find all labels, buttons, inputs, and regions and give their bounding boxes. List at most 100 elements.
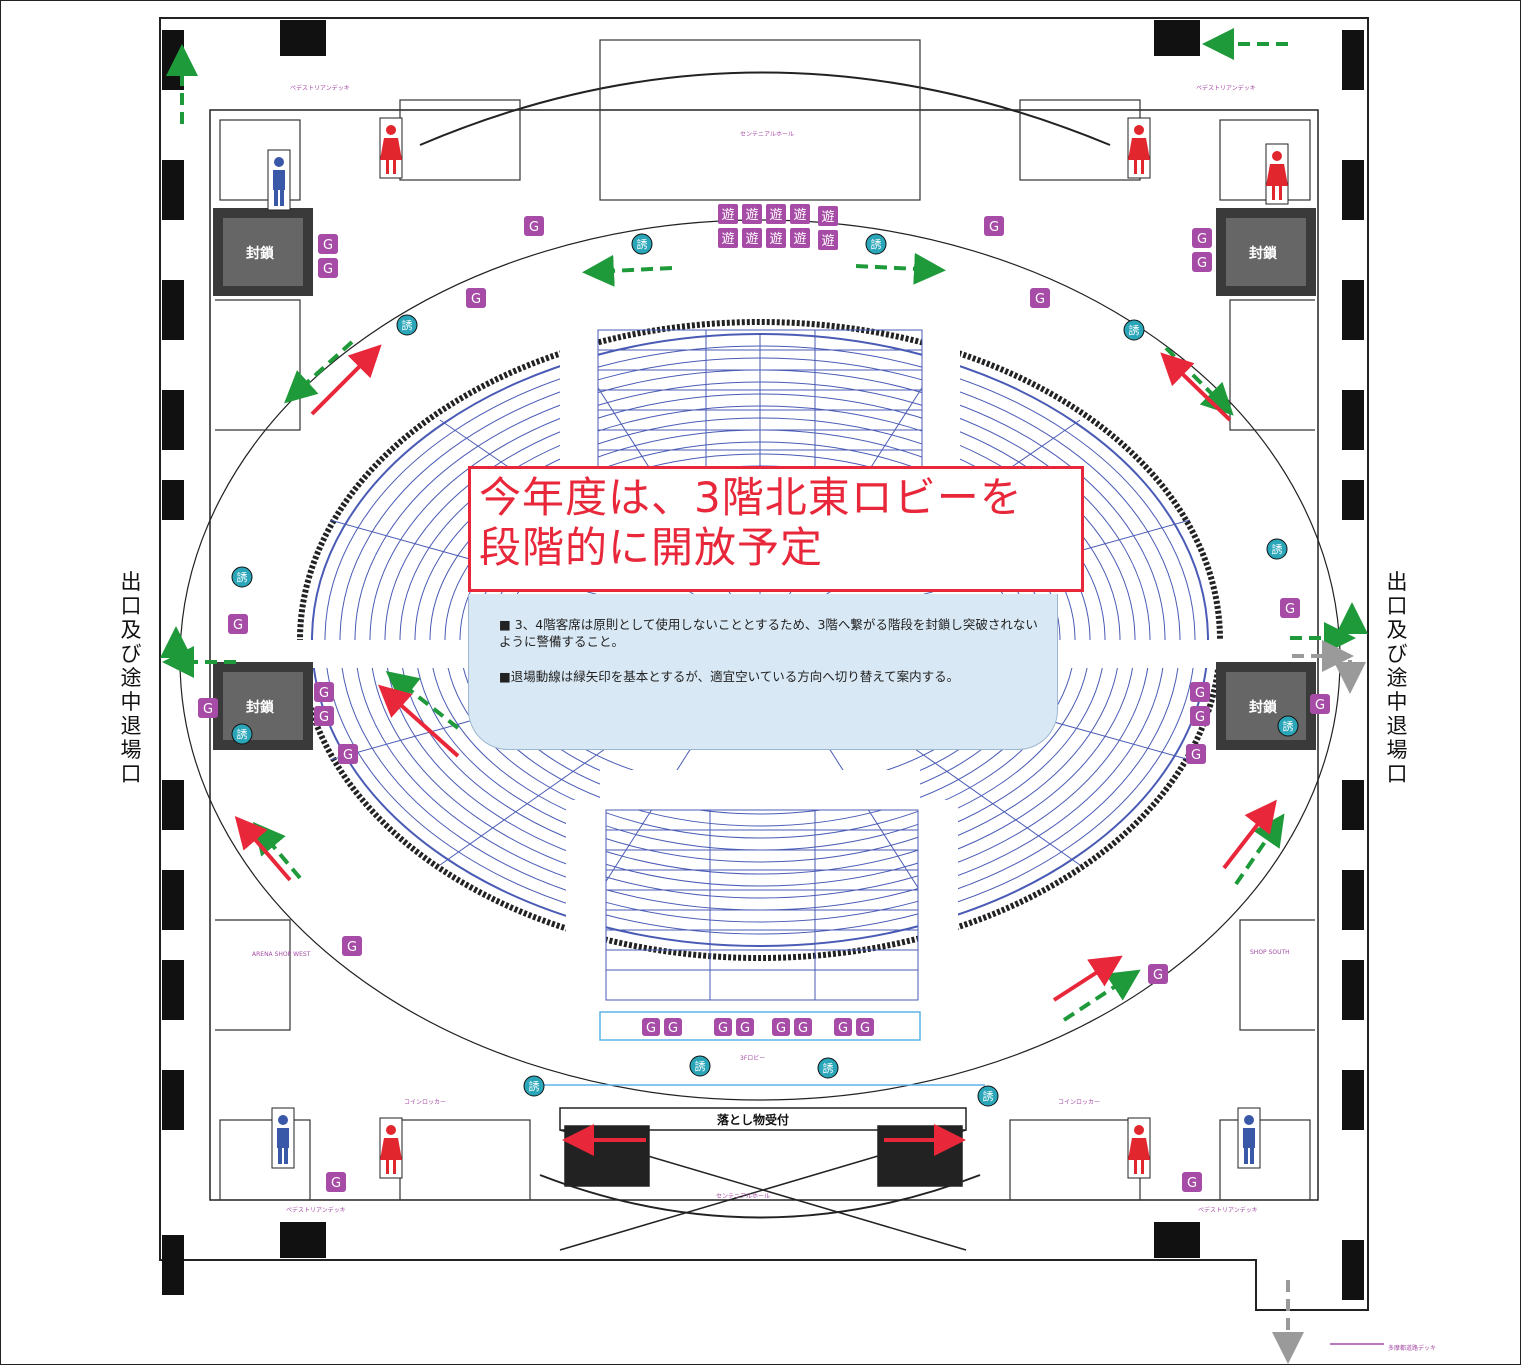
female-toilet-icon <box>1265 143 1289 205</box>
svg-text:誘: 誘 <box>983 1090 994 1103</box>
usher-marker: 誘 <box>817 1057 839 1079</box>
green-exit-arrows <box>160 28 1368 1022</box>
usher-marker: 誘 <box>1266 538 1288 560</box>
svg-text:誘: 誘 <box>237 571 248 584</box>
svg-text:遊: 遊 <box>769 232 782 247</box>
south-stand <box>605 809 919 1001</box>
guard-marker: G <box>1190 706 1210 726</box>
svg-text:G: G <box>1315 698 1325 713</box>
svg-text:遊: 遊 <box>769 208 782 223</box>
svg-text:G: G <box>323 262 333 277</box>
play-marker: 遊 <box>818 206 838 226</box>
guard-marker: G <box>314 706 334 726</box>
svg-text:遊: 遊 <box>793 208 806 223</box>
female-toilet-icon <box>379 1117 403 1179</box>
guard-marker: G <box>1310 694 1330 714</box>
svg-text:G: G <box>740 1021 750 1036</box>
blocked-stair-se: 封鎖 <box>1216 662 1316 750</box>
usher-marker: 誘 <box>231 566 253 588</box>
svg-text:ペデストリアンデッキ: ペデストリアンデッキ <box>1196 84 1256 92</box>
svg-text:ペデストリアンデッキ: ペデストリアンデッキ <box>290 84 350 92</box>
svg-text:G: G <box>233 618 243 633</box>
usher-marker: 誘 <box>689 1055 711 1077</box>
svg-text:G: G <box>529 220 539 235</box>
svg-text:誘: 誘 <box>637 238 648 251</box>
svg-text:G: G <box>838 1021 848 1036</box>
play-marker: 遊 <box>818 230 838 250</box>
svg-text:ペデストリアンデッキ: ペデストリアンデッキ <box>286 1206 346 1214</box>
svg-text:3Fロビー: 3Fロビー <box>740 1054 765 1062</box>
svg-text:G: G <box>331 1176 341 1191</box>
svg-text:G: G <box>1153 968 1163 983</box>
svg-text:遊: 遊 <box>745 208 758 223</box>
svg-text:遊: 遊 <box>821 234 834 249</box>
svg-text:G: G <box>343 748 353 763</box>
perimeter-stairs <box>162 20 1364 1300</box>
svg-text:G: G <box>347 940 357 955</box>
svg-text:G: G <box>1195 686 1205 701</box>
gray-arrows <box>1272 640 1366 1364</box>
svg-text:G: G <box>1187 1176 1197 1191</box>
play-marker: 遊 <box>790 228 810 248</box>
female-toilet-icon <box>1127 117 1151 179</box>
guard-marker: G <box>314 682 334 702</box>
guard-marker: G <box>318 258 338 278</box>
svg-text:G: G <box>646 1021 656 1036</box>
svg-text:センテニアルホール: センテニアルホール <box>716 1193 770 1200</box>
svg-text:G: G <box>668 1021 678 1036</box>
svg-text:G: G <box>319 710 329 725</box>
svg-text:G: G <box>1197 256 1207 271</box>
svg-text:G: G <box>718 1021 728 1036</box>
usher-marker: 誘 <box>865 233 887 255</box>
guard-marker: G <box>736 1018 754 1036</box>
svg-text:遊: 遊 <box>745 232 758 247</box>
female-toilet-icon <box>379 117 403 179</box>
play-markers: 遊 遊 遊 遊 遊 遊 遊 遊 遊 遊 <box>718 204 838 250</box>
guard-marker: G <box>318 234 338 254</box>
play-marker: 遊 <box>718 228 738 248</box>
svg-text:G: G <box>1197 232 1207 247</box>
blocked-stair-nw: 封鎖 <box>213 208 313 296</box>
svg-text:遊: 遊 <box>721 208 734 223</box>
guard-marker: G <box>228 614 248 634</box>
svg-text:G: G <box>1191 748 1201 763</box>
svg-text:遊: 遊 <box>793 232 806 247</box>
lost-found-label: 落とし物受付 <box>717 1112 789 1127</box>
male-toilet-icon <box>1237 1107 1261 1169</box>
svg-text:G: G <box>323 238 333 253</box>
guard-marker: G <box>1280 598 1300 618</box>
usher-marker: 誘 <box>396 314 418 336</box>
play-marker: 遊 <box>742 204 762 224</box>
svg-text:G: G <box>203 702 213 717</box>
usher-marker: 誘 <box>231 723 253 745</box>
usher-marker: 誘 <box>977 1085 999 1107</box>
guard-marker: G <box>1186 744 1206 764</box>
svg-text:ARENA SHOP WEST: ARENA SHOP WEST <box>252 951 311 958</box>
male-toilet-icon <box>267 149 291 211</box>
play-marker: 遊 <box>742 228 762 248</box>
north-stand <box>597 329 923 471</box>
notice-line-2: 段階的に開放予定 <box>479 523 824 572</box>
guard-marker: G <box>1148 964 1168 984</box>
svg-text:誘: 誘 <box>1283 720 1294 733</box>
play-marker: 遊 <box>766 228 786 248</box>
svg-text:SHOP SOUTH: SHOP SOUTH <box>1250 949 1290 956</box>
guard-marker: G <box>794 1018 812 1036</box>
exit-label-east: 出口及び途中退場口 <box>1386 570 1408 786</box>
info-box: ■ 3、4階客席は原則として使用しないこととするため、3階へ繋がる階段を封鎖し突… <box>468 594 1058 750</box>
guard-marker: G <box>714 1018 732 1036</box>
svg-text:G: G <box>798 1021 808 1036</box>
svg-text:G: G <box>1035 292 1045 307</box>
notice-box: 今年度は、3階北東ロビーを 段階的に開放予定 <box>468 466 1084 592</box>
svg-text:G: G <box>471 292 481 307</box>
usher-marker: 誘 <box>1277 715 1299 737</box>
guard-marker: G <box>984 216 1004 236</box>
svg-text:誘: 誘 <box>529 1080 540 1093</box>
svg-text:誘: 誘 <box>402 319 413 332</box>
svg-text:誘: 誘 <box>237 728 248 741</box>
guard-marker: G <box>1192 252 1212 272</box>
guard-marker: G <box>326 1172 346 1192</box>
blocked-stair-sw: 封鎖 <box>213 662 313 750</box>
svg-text:コインロッカー: コインロッカー <box>404 1099 446 1106</box>
guard-marker: G <box>466 288 486 308</box>
